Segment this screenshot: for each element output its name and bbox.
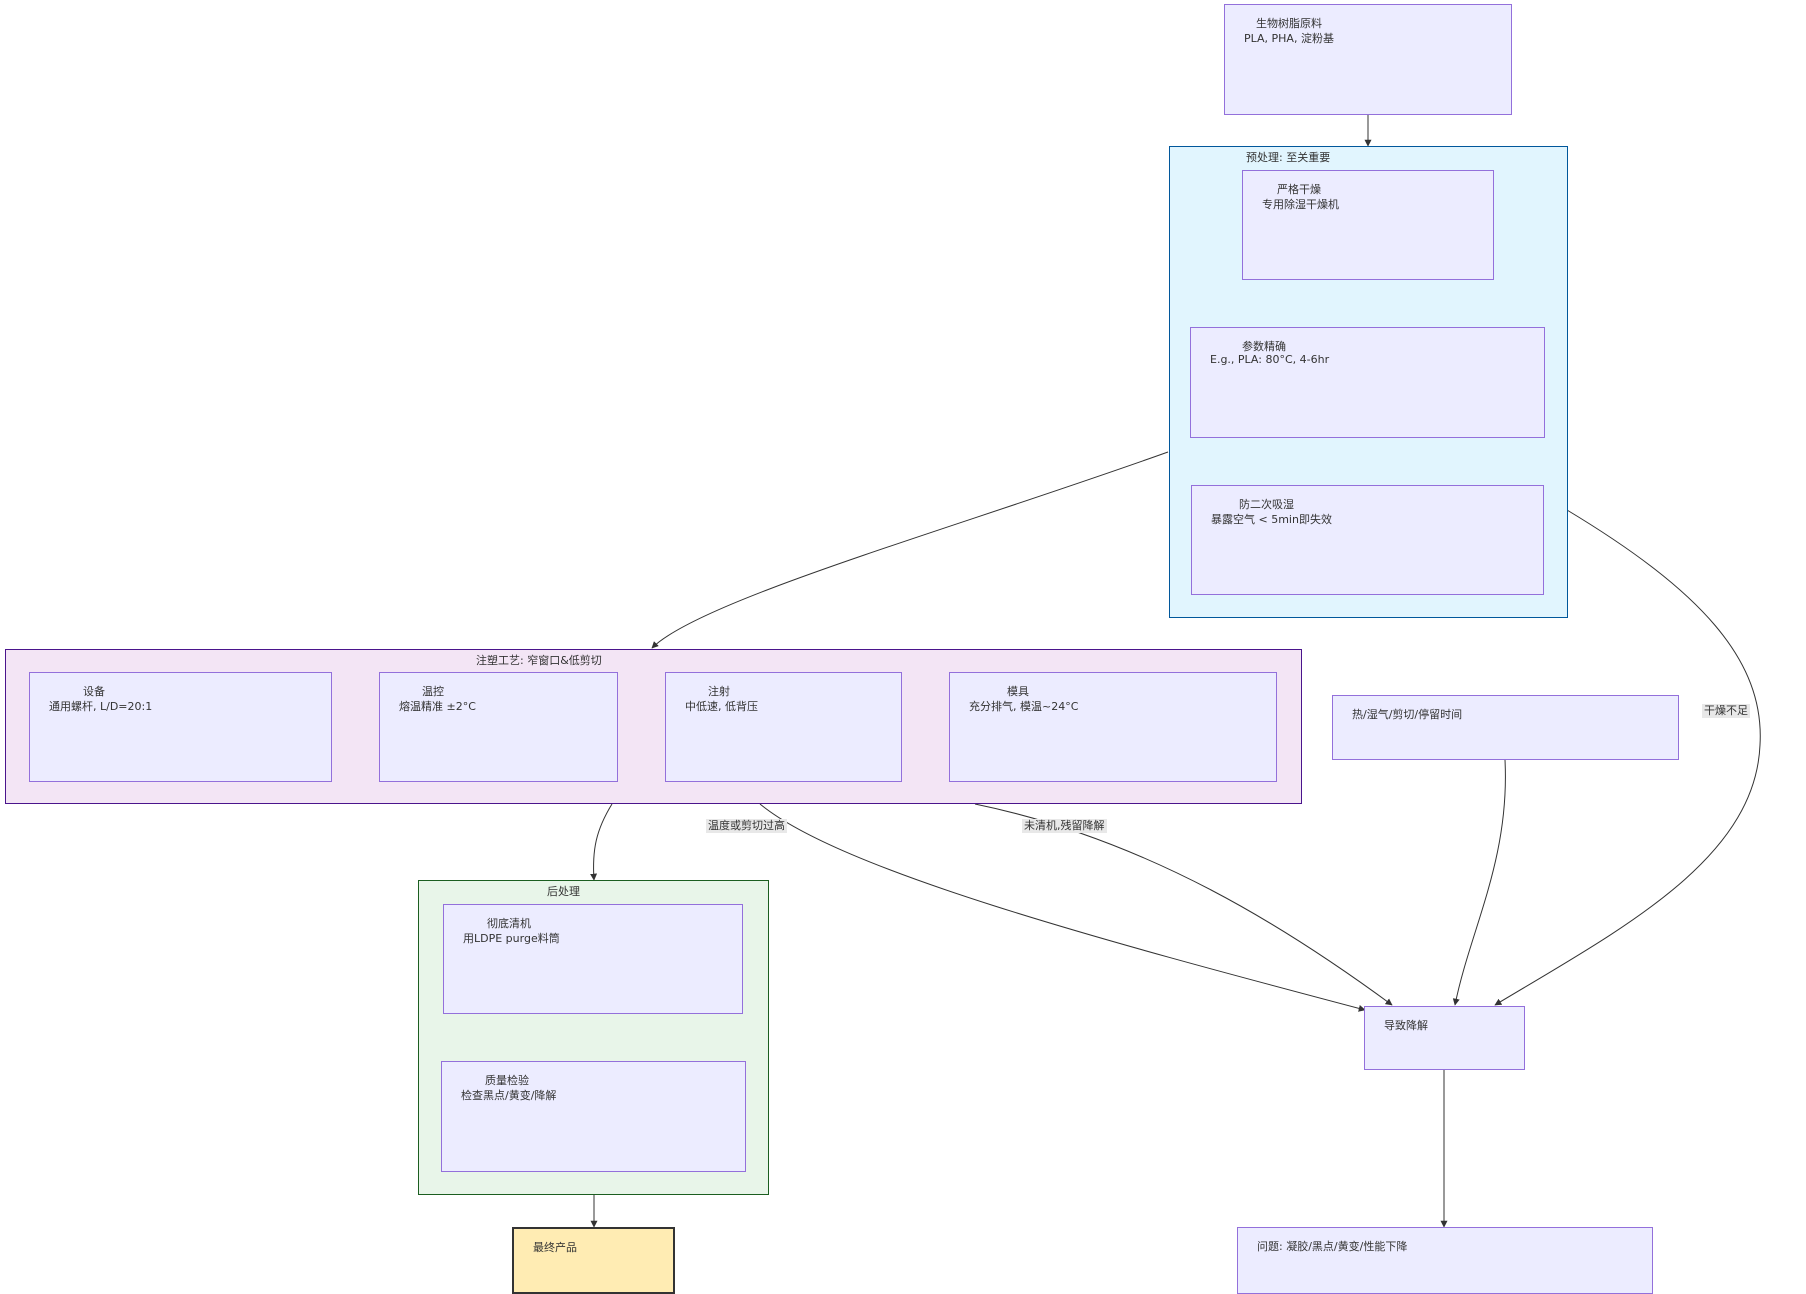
node-injection: 注射 中低速, 低背压 bbox=[665, 672, 902, 782]
node-precise-params-title: 参数精确 bbox=[1242, 340, 1286, 353]
node-quality: 质量检验 检查黑点/黄变/降解 bbox=[441, 1061, 746, 1172]
cluster-pretreatment-title: 预处理: 至关重要 bbox=[1246, 151, 1331, 164]
node-purge-title: 彻底清机 bbox=[487, 917, 531, 930]
node-raw-material-title: 生物树脂原料 bbox=[1256, 17, 1322, 30]
edge-molding-to-degradation-high bbox=[759, 803, 1366, 1012]
node-degradation: 导致降解 bbox=[1364, 1006, 1525, 1070]
node-causes: 热/湿气/剪切/停留时间 bbox=[1332, 695, 1679, 760]
node-purge-subtitle: 用LDPE purge料筒 bbox=[463, 932, 560, 945]
node-injection-title: 注射 bbox=[708, 685, 730, 698]
cluster-molding-title: 注塑工艺: 窄窗口&低剪切 bbox=[476, 654, 602, 667]
edge-label-insufficient-drying: 干燥不足 bbox=[1702, 704, 1750, 718]
node-purge: 彻底清机 用LDPE purge料筒 bbox=[443, 904, 743, 1014]
node-mold-title: 模具 bbox=[1007, 685, 1029, 698]
edge-label-too-high: 温度或剪切过高 bbox=[706, 819, 787, 833]
node-raw-material-subtitle: PLA, PHA, 淀粉基 bbox=[1244, 32, 1334, 45]
node-quality-subtitle: 检查黑点/黄变/降解 bbox=[461, 1089, 557, 1102]
node-equipment-subtitle: 通用螺杆, L/D=20:1 bbox=[49, 700, 153, 713]
node-problem-title: 问题: 凝胶/黑点/黄变/性能下降 bbox=[1257, 1240, 1408, 1253]
node-problem: 问题: 凝胶/黑点/黄变/性能下降 bbox=[1237, 1227, 1653, 1294]
node-injection-subtitle: 中低速, 低背压 bbox=[685, 700, 758, 713]
node-mold: 模具 充分排气, 模温~24°C bbox=[949, 672, 1277, 782]
edge-pretreatment-to-degradation bbox=[1494, 509, 1761, 1006]
node-mold-subtitle: 充分排气, 模温~24°C bbox=[969, 700, 1079, 713]
edge-pretreatment-to-molding bbox=[651, 451, 1169, 649]
node-final-product: 最终产品 bbox=[512, 1227, 675, 1294]
node-precise-params-subtitle: E.g., PLA: 80°C, 4-6hr bbox=[1210, 353, 1330, 366]
node-temp-control-title: 温控 bbox=[422, 685, 444, 698]
node-equipment: 设备 通用螺杆, L/D=20:1 bbox=[29, 672, 332, 782]
node-precise-params: 参数精确 E.g., PLA: 80°C, 4-6hr bbox=[1190, 327, 1545, 438]
node-strict-drying-subtitle: 专用除湿干燥机 bbox=[1262, 198, 1339, 211]
node-temp-control: 温控 熔温精准 ±2°C bbox=[379, 672, 618, 782]
node-anti-moisture-subtitle: 暴露空气 < 5min即失效 bbox=[1211, 513, 1332, 526]
node-causes-title: 热/湿气/剪切/停留时间 bbox=[1352, 708, 1463, 721]
node-strict-drying: 严格干燥 专用除湿干燥机 bbox=[1242, 170, 1494, 280]
node-final-product-title: 最终产品 bbox=[533, 1241, 577, 1254]
edge-molding-to-degradation-nopurge bbox=[974, 803, 1393, 1006]
edge-molding-to-post bbox=[590, 803, 613, 881]
node-raw-material: 生物树脂原料 PLA, PHA, 淀粉基 bbox=[1224, 4, 1512, 115]
edge-causes-to-degradation bbox=[1452, 759, 1506, 1006]
node-temp-control-subtitle: 熔温精准 ±2°C bbox=[399, 700, 476, 713]
node-equipment-title: 设备 bbox=[83, 685, 105, 698]
node-anti-moisture: 防二次吸湿 暴露空气 < 5min即失效 bbox=[1191, 485, 1544, 595]
node-quality-title: 质量检验 bbox=[485, 1074, 529, 1087]
edge-label-no-purge: 未清机,残留降解 bbox=[1022, 819, 1107, 833]
node-strict-drying-title: 严格干燥 bbox=[1277, 183, 1321, 196]
cluster-post-title: 后处理 bbox=[547, 885, 580, 898]
node-degradation-title: 导致降解 bbox=[1384, 1019, 1428, 1032]
node-anti-moisture-title: 防二次吸湿 bbox=[1239, 498, 1294, 511]
